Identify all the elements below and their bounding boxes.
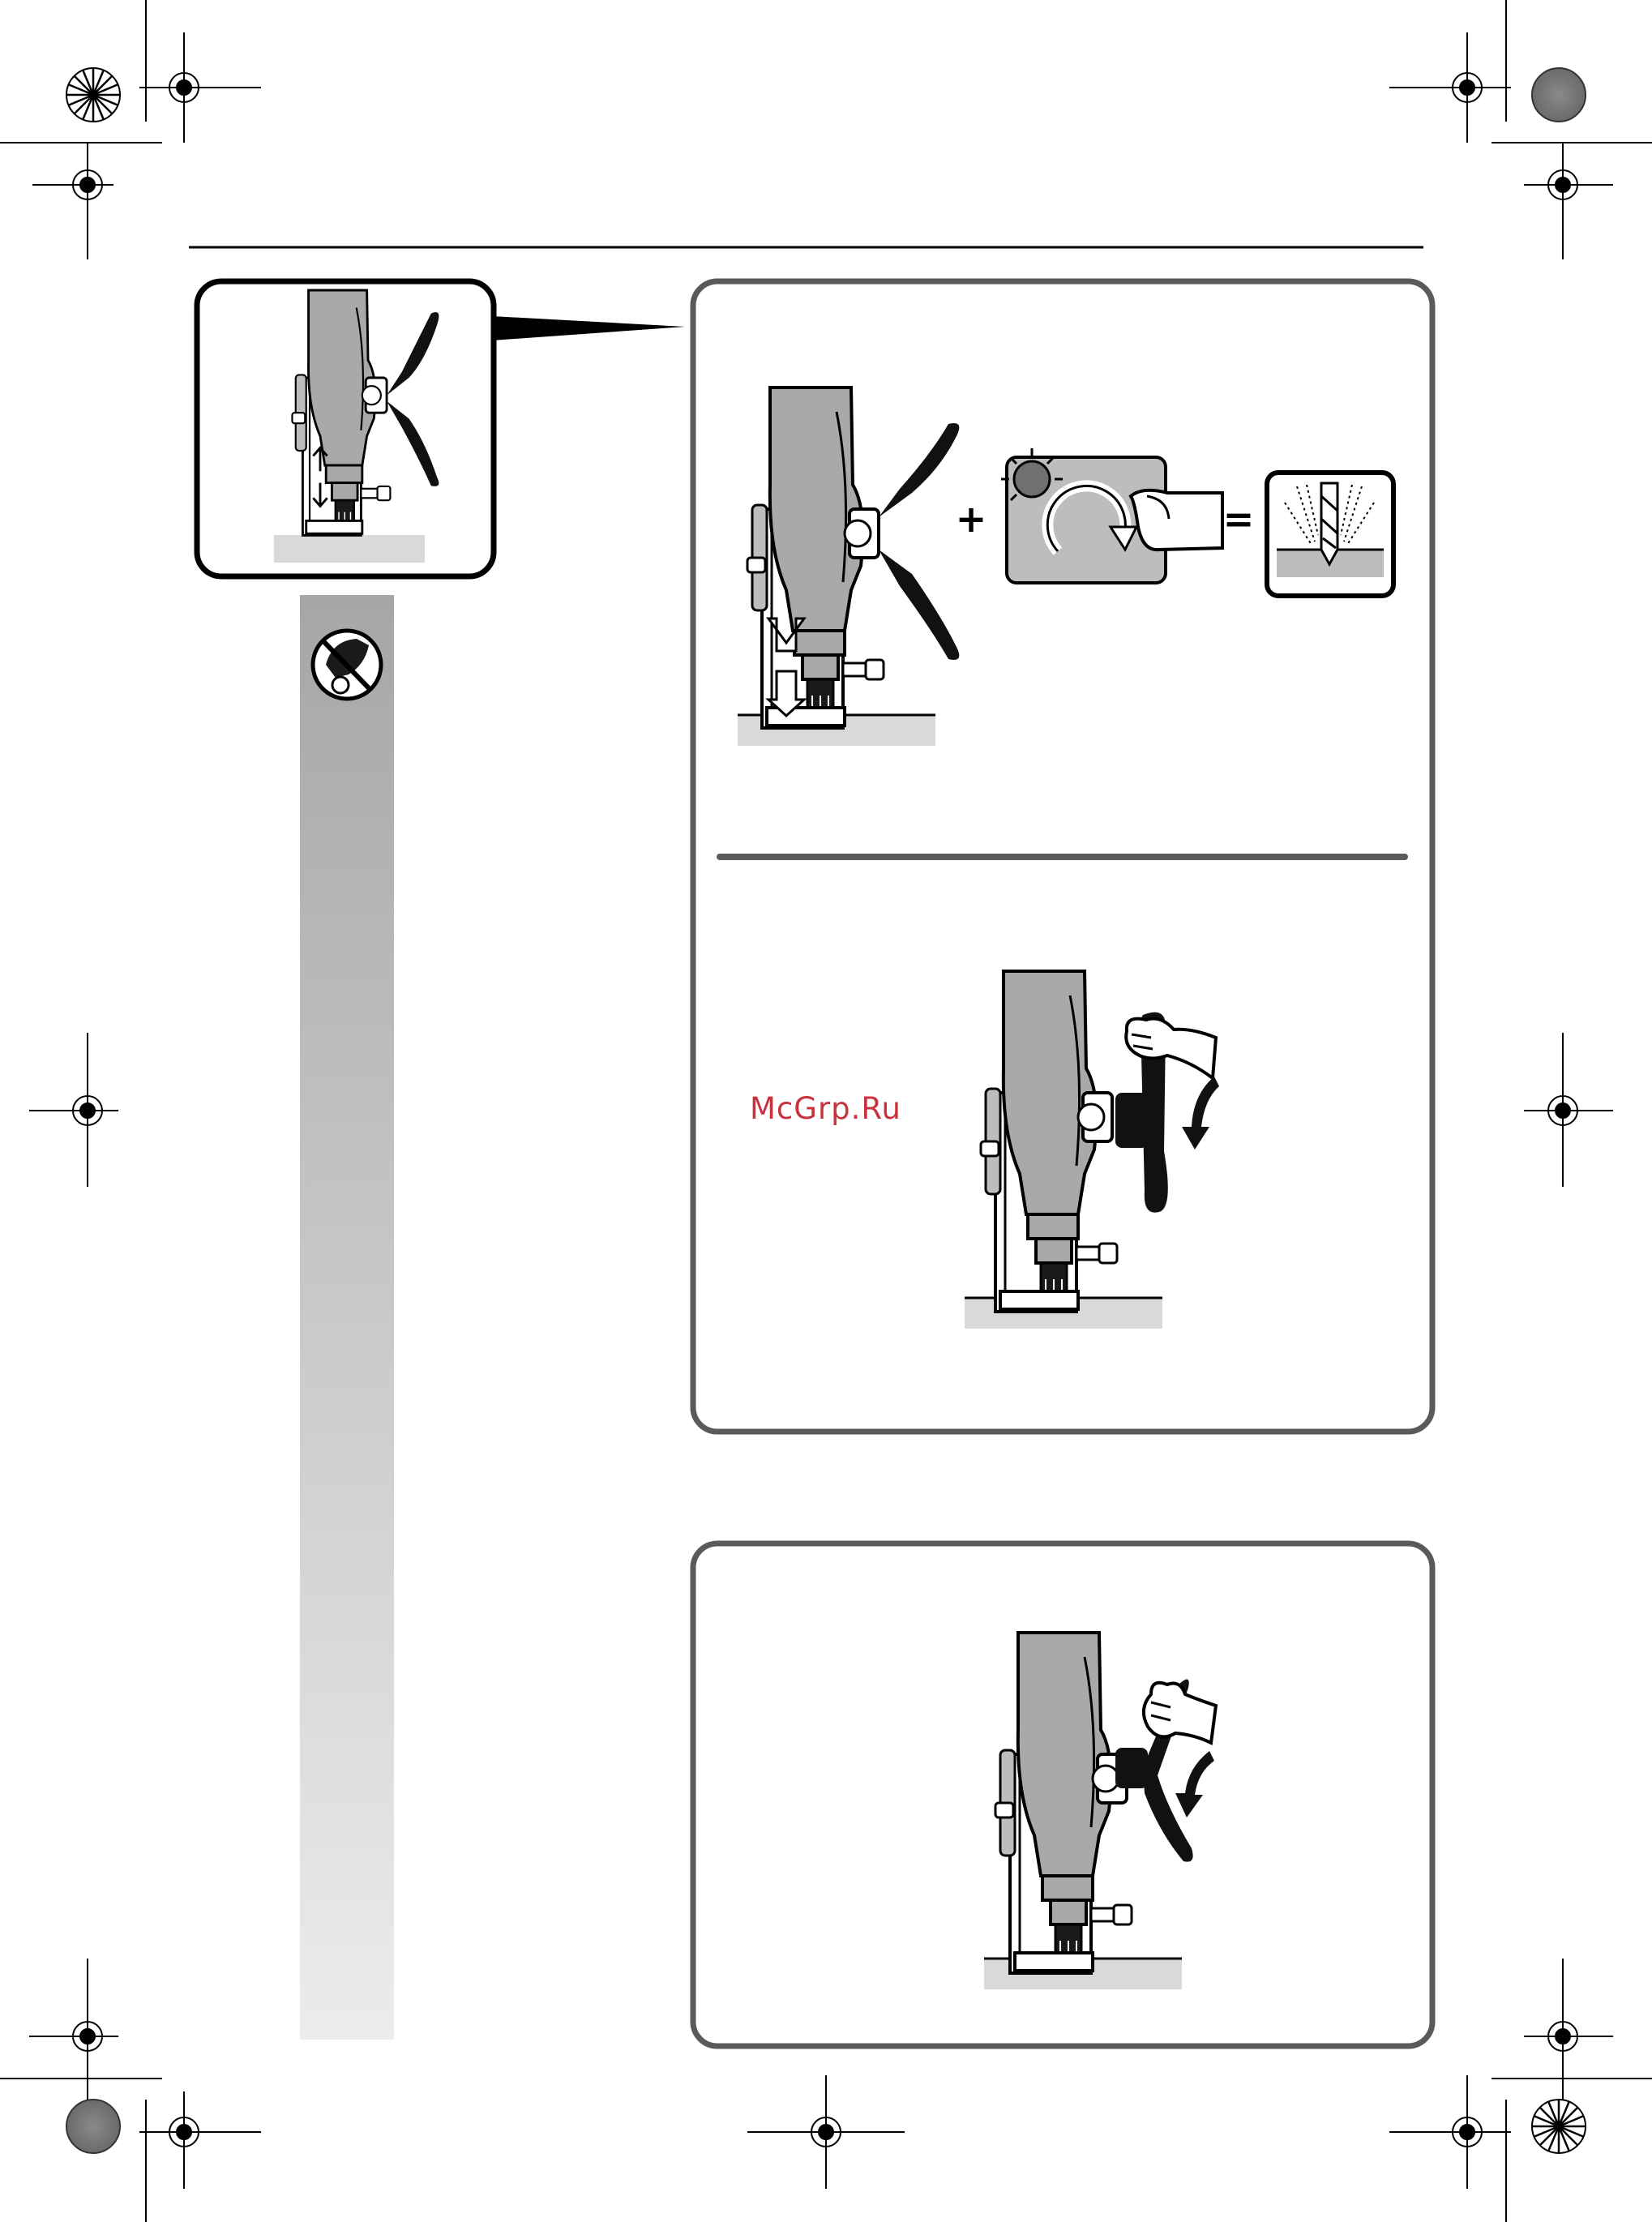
equals-sign: = xyxy=(1223,497,1255,541)
overview-thumbnail xyxy=(197,281,685,576)
registration-dot-icon xyxy=(66,2100,120,2153)
no-grinding-disc-sign-icon xyxy=(313,631,381,699)
core-drill-cutting-icon xyxy=(1267,473,1393,596)
watermark-text: McGrp.Ru xyxy=(750,1091,901,1126)
registration-star-icon xyxy=(1532,2100,1586,2153)
finger-press-icon xyxy=(1131,490,1222,550)
registration-star-icon xyxy=(66,68,120,122)
registration-dot-icon xyxy=(1532,68,1586,122)
sidebar-band xyxy=(300,595,394,2040)
plus-sign: + xyxy=(956,497,987,541)
